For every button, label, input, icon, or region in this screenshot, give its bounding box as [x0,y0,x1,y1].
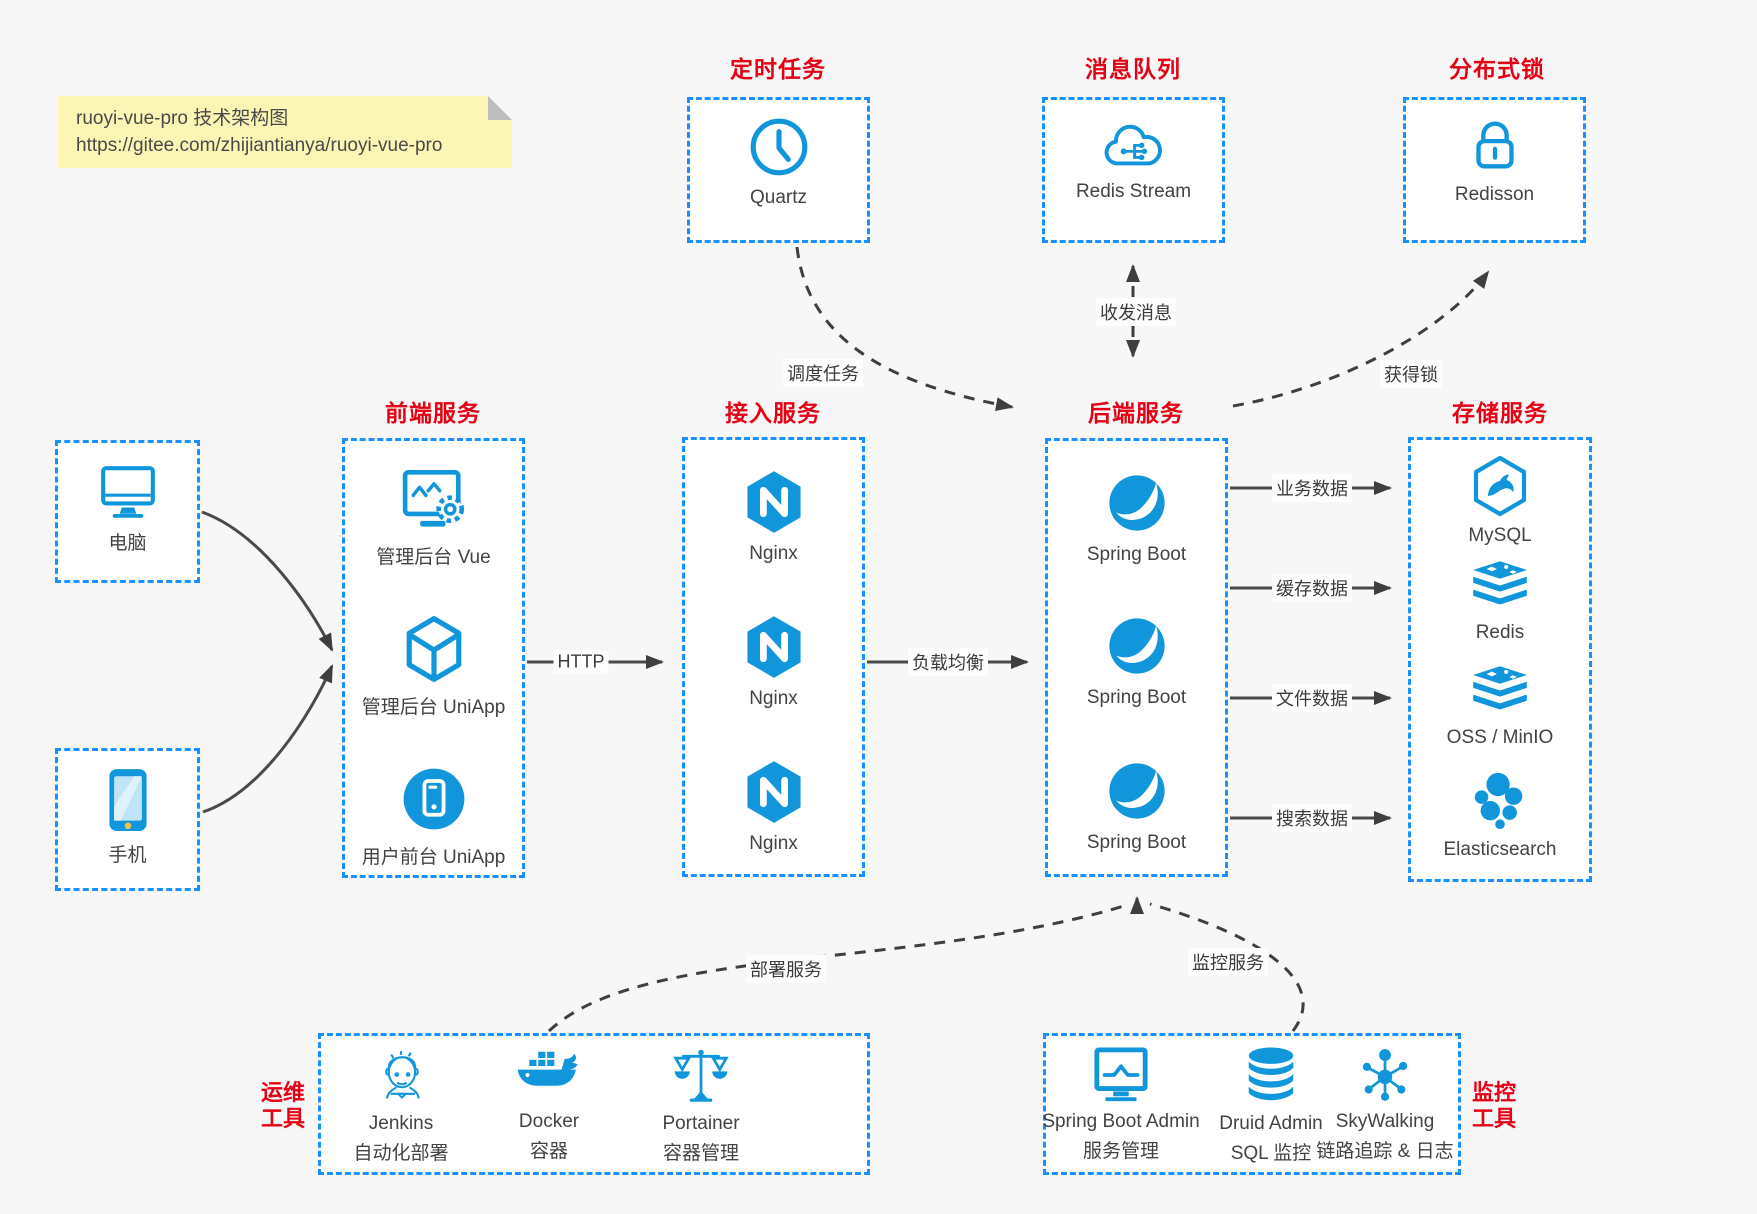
mysql-label: MySQL [1468,525,1532,546]
edge-label-mq-messages: 收发消息 [1096,298,1176,326]
jenkins-sublabel: 自动化部署 [353,1143,449,1164]
nginx-label: Nginx [749,833,798,854]
jenkins-icon [371,1046,431,1106]
mysql-icon [1468,454,1532,518]
nginx-label: Nginx [749,543,798,564]
note-title: ruoyi-vue-pro 技术架构图 [76,108,289,129]
sticky-note: ruoyi-vue-pro 技术架构图 https://gitee.com/zh… [58,96,512,168]
spring-icon [1103,757,1171,825]
elasticsearch-label: Elasticsearch [1443,839,1557,860]
lock-icon [1464,113,1526,177]
gateway-box: Nginx Nginx Nginx [682,437,865,877]
docker-sublabel: 容器 [529,1141,568,1162]
user-uniapp-icon [398,763,470,835]
side-title-ops-tools: 运维 工具 [260,1080,306,1131]
redis-stream-label: Redis Stream [1075,181,1192,202]
druid-admin-label: Druid Admin [1219,1113,1323,1134]
edge-label-load-balance: 负载均衡 [908,648,988,676]
edge-label-search-data: 搜索数据 [1272,804,1352,832]
uniapp-cube-icon [398,613,470,685]
oss-stack-icon [1467,664,1533,720]
edge-label-schedule-task: 调度任务 [783,359,863,387]
redis-stack-icon [1467,559,1533,615]
elasticsearch-icon [1469,770,1531,832]
frontend-box: 管理后台 Vue 管理后台 UniApp 用户前台 UniApp [342,438,525,878]
database-icon [1243,1046,1299,1106]
spring-icon [1103,612,1171,680]
section-title-backend: 后端服务 [1088,400,1184,426]
spring-boot-label: Spring Boot [1086,544,1187,565]
ops-box: Jenkins 自动化部署 Docker 容器 Portainer 容器管理 [318,1033,870,1175]
section-title-scheduled-jobs: 定时任务 [730,56,826,82]
monitor-box: Spring Boot Admin 服务管理 Druid Admin SQL 监… [1042,1033,1461,1175]
side-title-monitor-tools: 监控 工具 [1471,1080,1517,1131]
edge-label-file-data: 文件数据 [1272,684,1352,712]
redisson-box: Redisson [1403,97,1586,243]
quartz-box: Quartz [687,97,870,243]
note-fold-corner [488,96,512,120]
quartz-label: Quartz [749,187,808,208]
smartphone-icon [104,767,152,833]
pc-box: 电脑 [55,440,200,583]
skywalking-sublabel: 链路追踪 & 日志 [1316,1141,1454,1162]
cloud-mq-icon [1099,120,1169,174]
edge-label-biz-data: 业务数据 [1272,474,1352,502]
monitor-pulse-icon [1090,1046,1152,1104]
edge-label-deploy-service: 部署服务 [746,955,826,983]
edge-pc-to-frontend [201,510,334,652]
nginx-label: Nginx [749,688,798,709]
section-title-distributed-lock: 分布式锁 [1449,56,1545,82]
edge-label-acquire-lock: 获得锁 [1380,360,1442,388]
user-uniapp-label: 用户前台 UniApp [361,847,506,868]
docker-label: Docker [518,1111,580,1132]
spring-boot-label: Spring Boot [1086,687,1187,708]
redis-stream-box: Redis Stream [1042,97,1225,243]
redisson-label: Redisson [1454,184,1535,205]
section-title-gateway: 接入服务 [725,400,821,426]
phone-label: 手机 [108,845,147,866]
spring-icon [1103,469,1171,537]
note-url: https://gitee.com/zhijiantianya/ruoyi-vu… [76,135,443,156]
admin-vue-icon [397,465,471,535]
docker-icon [515,1046,583,1104]
edge-label-http: HTTP [553,650,609,674]
spring-boot-label: Spring Boot [1086,832,1187,853]
section-title-storage: 存储服务 [1452,400,1548,426]
clock-icon [746,114,812,180]
nginx-icon [740,468,808,536]
backend-box: Spring Boot Spring Boot Spring Boot [1045,438,1228,877]
druid-admin-sublabel: SQL 监控 [1230,1143,1312,1164]
section-title-message-queue: 消息队列 [1085,56,1181,82]
nginx-icon [740,613,808,681]
portainer-sublabel: 容器管理 [662,1143,739,1164]
redis-label: Redis [1475,622,1525,643]
admin-vue-label: 管理后台 Vue [376,547,491,568]
section-title-frontend: 前端服务 [385,400,481,426]
edge-deploy-service [547,904,1125,1033]
pc-label: 电脑 [108,533,147,554]
phone-box: 手机 [55,748,200,891]
topology-icon [1356,1046,1414,1104]
edge-acquire-lock [1232,270,1490,408]
oss-minio-label: OSS / MinIO [1446,727,1554,748]
spring-boot-admin-label: Spring Boot Admin [1042,1111,1200,1132]
storage-box: MySQL Redis OSS / MinIO Elasticsearch [1408,437,1592,882]
edge-label-cache-data: 缓存数据 [1272,574,1352,602]
admin-uniapp-label: 管理后台 UniApp [361,697,506,718]
desktop-icon [94,461,162,521]
spring-boot-admin-sublabel: 服务管理 [1082,1141,1159,1162]
portainer-label: Portainer [662,1113,740,1134]
edge-phone-to-frontend [202,664,334,814]
portainer-icon [671,1046,731,1106]
nginx-icon [740,758,808,826]
edge-label-monitor-service: 监控服务 [1188,948,1268,976]
jenkins-label: Jenkins [368,1113,434,1134]
skywalking-label: SkyWalking [1335,1111,1435,1132]
